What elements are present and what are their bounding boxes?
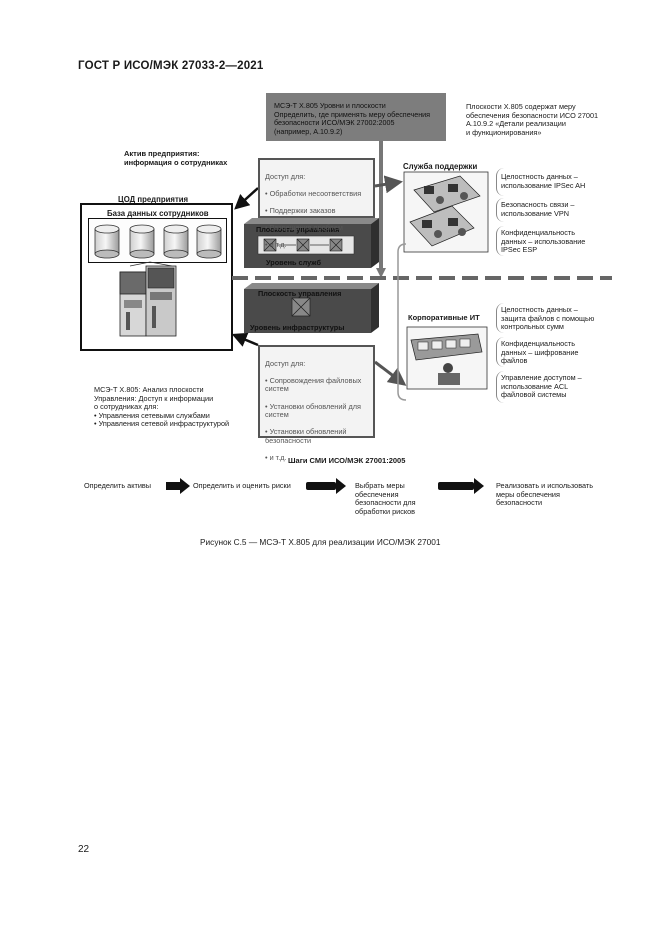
access-box-bottom: Доступ для: • Сопровождения файловых сис…	[258, 345, 375, 462]
access-title: Доступ для:	[265, 171, 306, 181]
plane-services-graphic	[244, 218, 379, 268]
step-assess-risks: Определить и оценить риски	[193, 481, 291, 490]
step-arrow-icon	[438, 478, 484, 494]
service-bracket	[496, 371, 610, 403]
access-item: • Установки обновлений для систем	[265, 401, 361, 420]
step-identify-assets: Определить активы	[84, 481, 152, 490]
access-item: • Установки обновлений безопасности	[265, 427, 347, 445]
database-cylinder-icon	[129, 224, 155, 259]
isms-steps-title: Шаги СМИ ИСО/МЭК 27001:2005	[288, 456, 406, 465]
plane-infra-label: Плоскость управления	[258, 289, 342, 298]
arrow-to-datacenter-top	[234, 187, 259, 210]
database-cylinder-icon	[163, 224, 189, 259]
server-rack-icon	[119, 261, 177, 337]
access-box-top: Доступ для: • Обработки несоответствия •…	[258, 158, 375, 249]
database-title: База данных сотрудников	[107, 209, 209, 218]
corporate-it-label: Корпоративные ИТ	[408, 313, 480, 322]
corp-service-2: Конфиденциальность данных – шифрование ф…	[501, 339, 579, 366]
document-header: ГОСТ Р ИСО/МЭК 27033-2—2021	[78, 60, 264, 72]
support-service-1: Целостность данных – использование IPSec…	[501, 172, 586, 190]
access-item: • и т.д.	[265, 240, 287, 250]
plane-services-sublabel: Уровень служб	[266, 258, 321, 267]
figure-caption: Рисунок С.5 — МСЭ-Т X.805 для реализации…	[200, 537, 441, 547]
page-number: 22	[78, 844, 90, 855]
plane-infra-sublabel: Уровень инфраструктуры	[250, 323, 345, 332]
arrow-to-corporate-it	[374, 360, 407, 386]
access-item: • Сопровождения файловых систем	[265, 375, 362, 394]
access-item: • Разрешения проблем	[265, 223, 343, 233]
assets-label: Актив предприятия: информация о сотрудни…	[124, 149, 228, 167]
plane-infrastructure-graphic	[244, 283, 379, 333]
access-item: • Обработки несоответствия	[265, 188, 362, 198]
service-bracket	[496, 337, 610, 367]
access-item: • Поддержки заказов	[265, 205, 336, 215]
support-service-2: Безопасность связи – использование VPN	[501, 200, 575, 218]
access-title: Доступ для:	[265, 358, 306, 368]
analysis-text: МСЭ-Т X.805: Анализ плоскости Управления…	[94, 385, 230, 429]
support-label: Служба поддержки	[403, 162, 478, 171]
arrow-to-support	[374, 175, 403, 194]
step-select-controls: Выбрать меры обеспечения безопасности дл…	[355, 481, 416, 516]
step-arrow-icon	[166, 478, 190, 494]
corp-service-3: Управление доступом – использование ACL …	[501, 373, 582, 400]
support-service-3: Конфиденциальность данных – использовани…	[501, 228, 586, 255]
service-bracket	[496, 168, 610, 196]
step-arrow-icon	[306, 478, 346, 494]
database-cylinder-icon	[196, 224, 222, 259]
corp-service-1: Целостность данных – защита файлов с пом…	[501, 305, 595, 332]
database-cylinder-icon	[94, 224, 120, 259]
corporate-it-illustration	[406, 326, 488, 390]
x805-note: Плоскости X.805 содержат меру обеспечени…	[466, 102, 599, 137]
service-bracket	[496, 303, 610, 333]
service-bracket	[496, 226, 610, 256]
access-item: • и т.д.	[265, 453, 287, 463]
x805-layers-box: МСЭ-Т X.805 Уровни и плоскости Определит…	[266, 93, 446, 141]
support-desk-illustration	[403, 171, 489, 253]
service-bracket	[496, 198, 610, 222]
plane-services-label: Плоскость управления	[256, 225, 340, 234]
step-implement-controls: Реализовать и использовать меры обеспече…	[496, 481, 594, 508]
arrow-to-datacenter-bottom	[231, 332, 259, 347]
data-center-title: ЦОД предприятия	[118, 195, 189, 204]
